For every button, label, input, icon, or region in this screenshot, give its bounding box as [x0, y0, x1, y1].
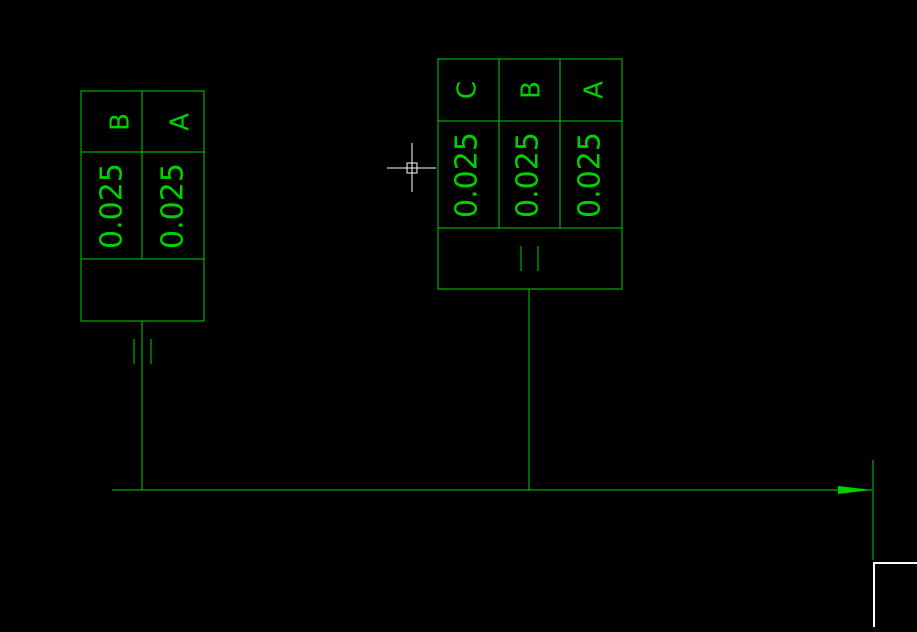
fcf-left-tolerance-2: 0.025 [156, 163, 191, 249]
fcf-right-border [437, 58, 623, 290]
parallelism-symbol-right-icon [520, 246, 539, 271]
parallelism-symbol-left-icon [133, 339, 152, 364]
fcf-right-tolerance-1: 0.025 [450, 132, 485, 218]
feature-control-frame-right[interactable] [437, 58, 623, 290]
fcf-left-datum-1: B [106, 113, 136, 131]
fcf-right-datum-3: A [580, 81, 610, 99]
fcf-right-datum-1: C [453, 81, 483, 99]
fcf-right-datum-2: B [517, 81, 547, 99]
fcf-right-tolerance-2: 0.025 [511, 132, 546, 218]
fcf-right-tolerance-3: 0.025 [573, 132, 608, 218]
crosshair-cursor-icon [387, 143, 436, 192]
arrowhead-icon [838, 486, 872, 494]
part-outline-corner[interactable] [873, 562, 917, 627]
fcf-left-tolerance-1: 0.025 [95, 163, 130, 249]
fcf-left-datum-2: A [166, 113, 196, 131]
